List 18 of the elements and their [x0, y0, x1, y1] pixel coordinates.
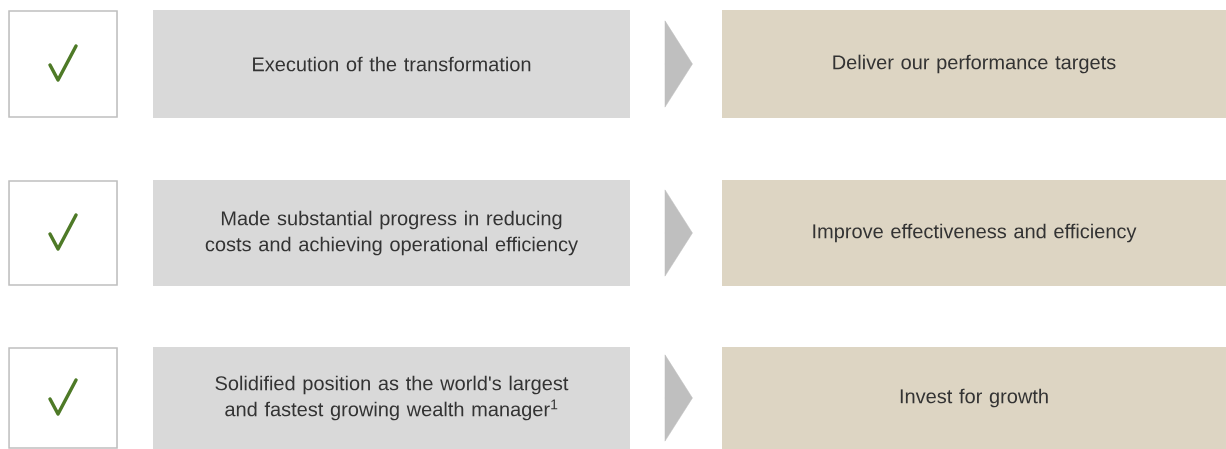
achievement-box [153, 10, 630, 118]
box-text: Made substantial progress in reducing costs and achieving operational efficiency [205, 210, 578, 256]
target-box [722, 347, 1226, 449]
target-box [722, 180, 1226, 286]
box-text: Solidified position as the world's largest and fastest growing wealth manager$^{1}$ [215, 375, 569, 421]
achievement-box [153, 180, 630, 286]
box-text: Improve effectiveness and efficiency [813, 223, 1137, 243]
chevron-arrow [664, 354, 693, 442]
achievement-box [153, 347, 630, 449]
target-box [722, 10, 1226, 118]
box-text: Invest for growth [900, 388, 1048, 408]
box-text: Deliver our performance targets [833, 54, 1116, 74]
checkbox [8, 347, 118, 449]
box-text: Execution of the transformation [253, 56, 531, 72]
checkbox [8, 180, 118, 286]
chevron-arrow [664, 20, 693, 108]
chevron-arrow [664, 189, 693, 277]
checkbox [8, 10, 118, 118]
